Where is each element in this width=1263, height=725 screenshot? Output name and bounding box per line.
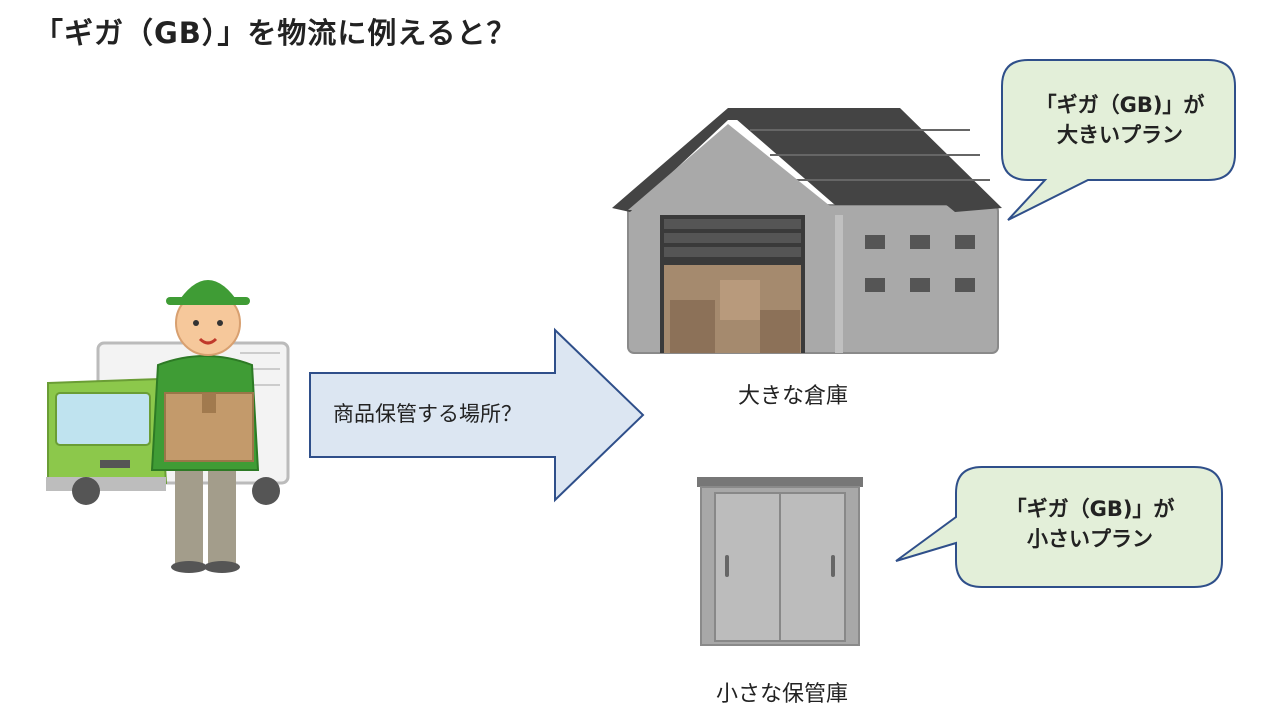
- large-plan-line2: 大きいプラン: [1057, 123, 1183, 147]
- small-plan-line2: 小さいプラン: [1027, 527, 1153, 551]
- arrow-shape: [309, 327, 645, 503]
- large-warehouse-illustration: [612, 108, 1002, 354]
- large-plan-bubble: [1001, 59, 1236, 221]
- small-plan-bubble: [895, 466, 1223, 588]
- large-plan-bubble-text: 「ギガ（GB)」が 大きいプラン: [1010, 90, 1230, 150]
- small-storage-caption: 小さな保管庫: [716, 682, 849, 707]
- large-plan-line1: 「ギガ（GB)」が: [1035, 93, 1205, 117]
- small-storage-illustration: [697, 477, 863, 646]
- small-plan-bubble-text: 「ギガ（GB)」が 小さいプラン: [960, 494, 1220, 554]
- delivery-person-illustration: [46, 280, 290, 573]
- arrow-label: 商品保管する場所？: [333, 402, 522, 426]
- page-title: 「ギガ（GB）」を物流に例えると？: [34, 16, 517, 50]
- flow-arrow: [309, 327, 645, 503]
- small-plan-line1: 「ギガ（GB)」が: [1005, 497, 1175, 521]
- large-warehouse-caption: 大きな倉庫: [738, 384, 849, 409]
